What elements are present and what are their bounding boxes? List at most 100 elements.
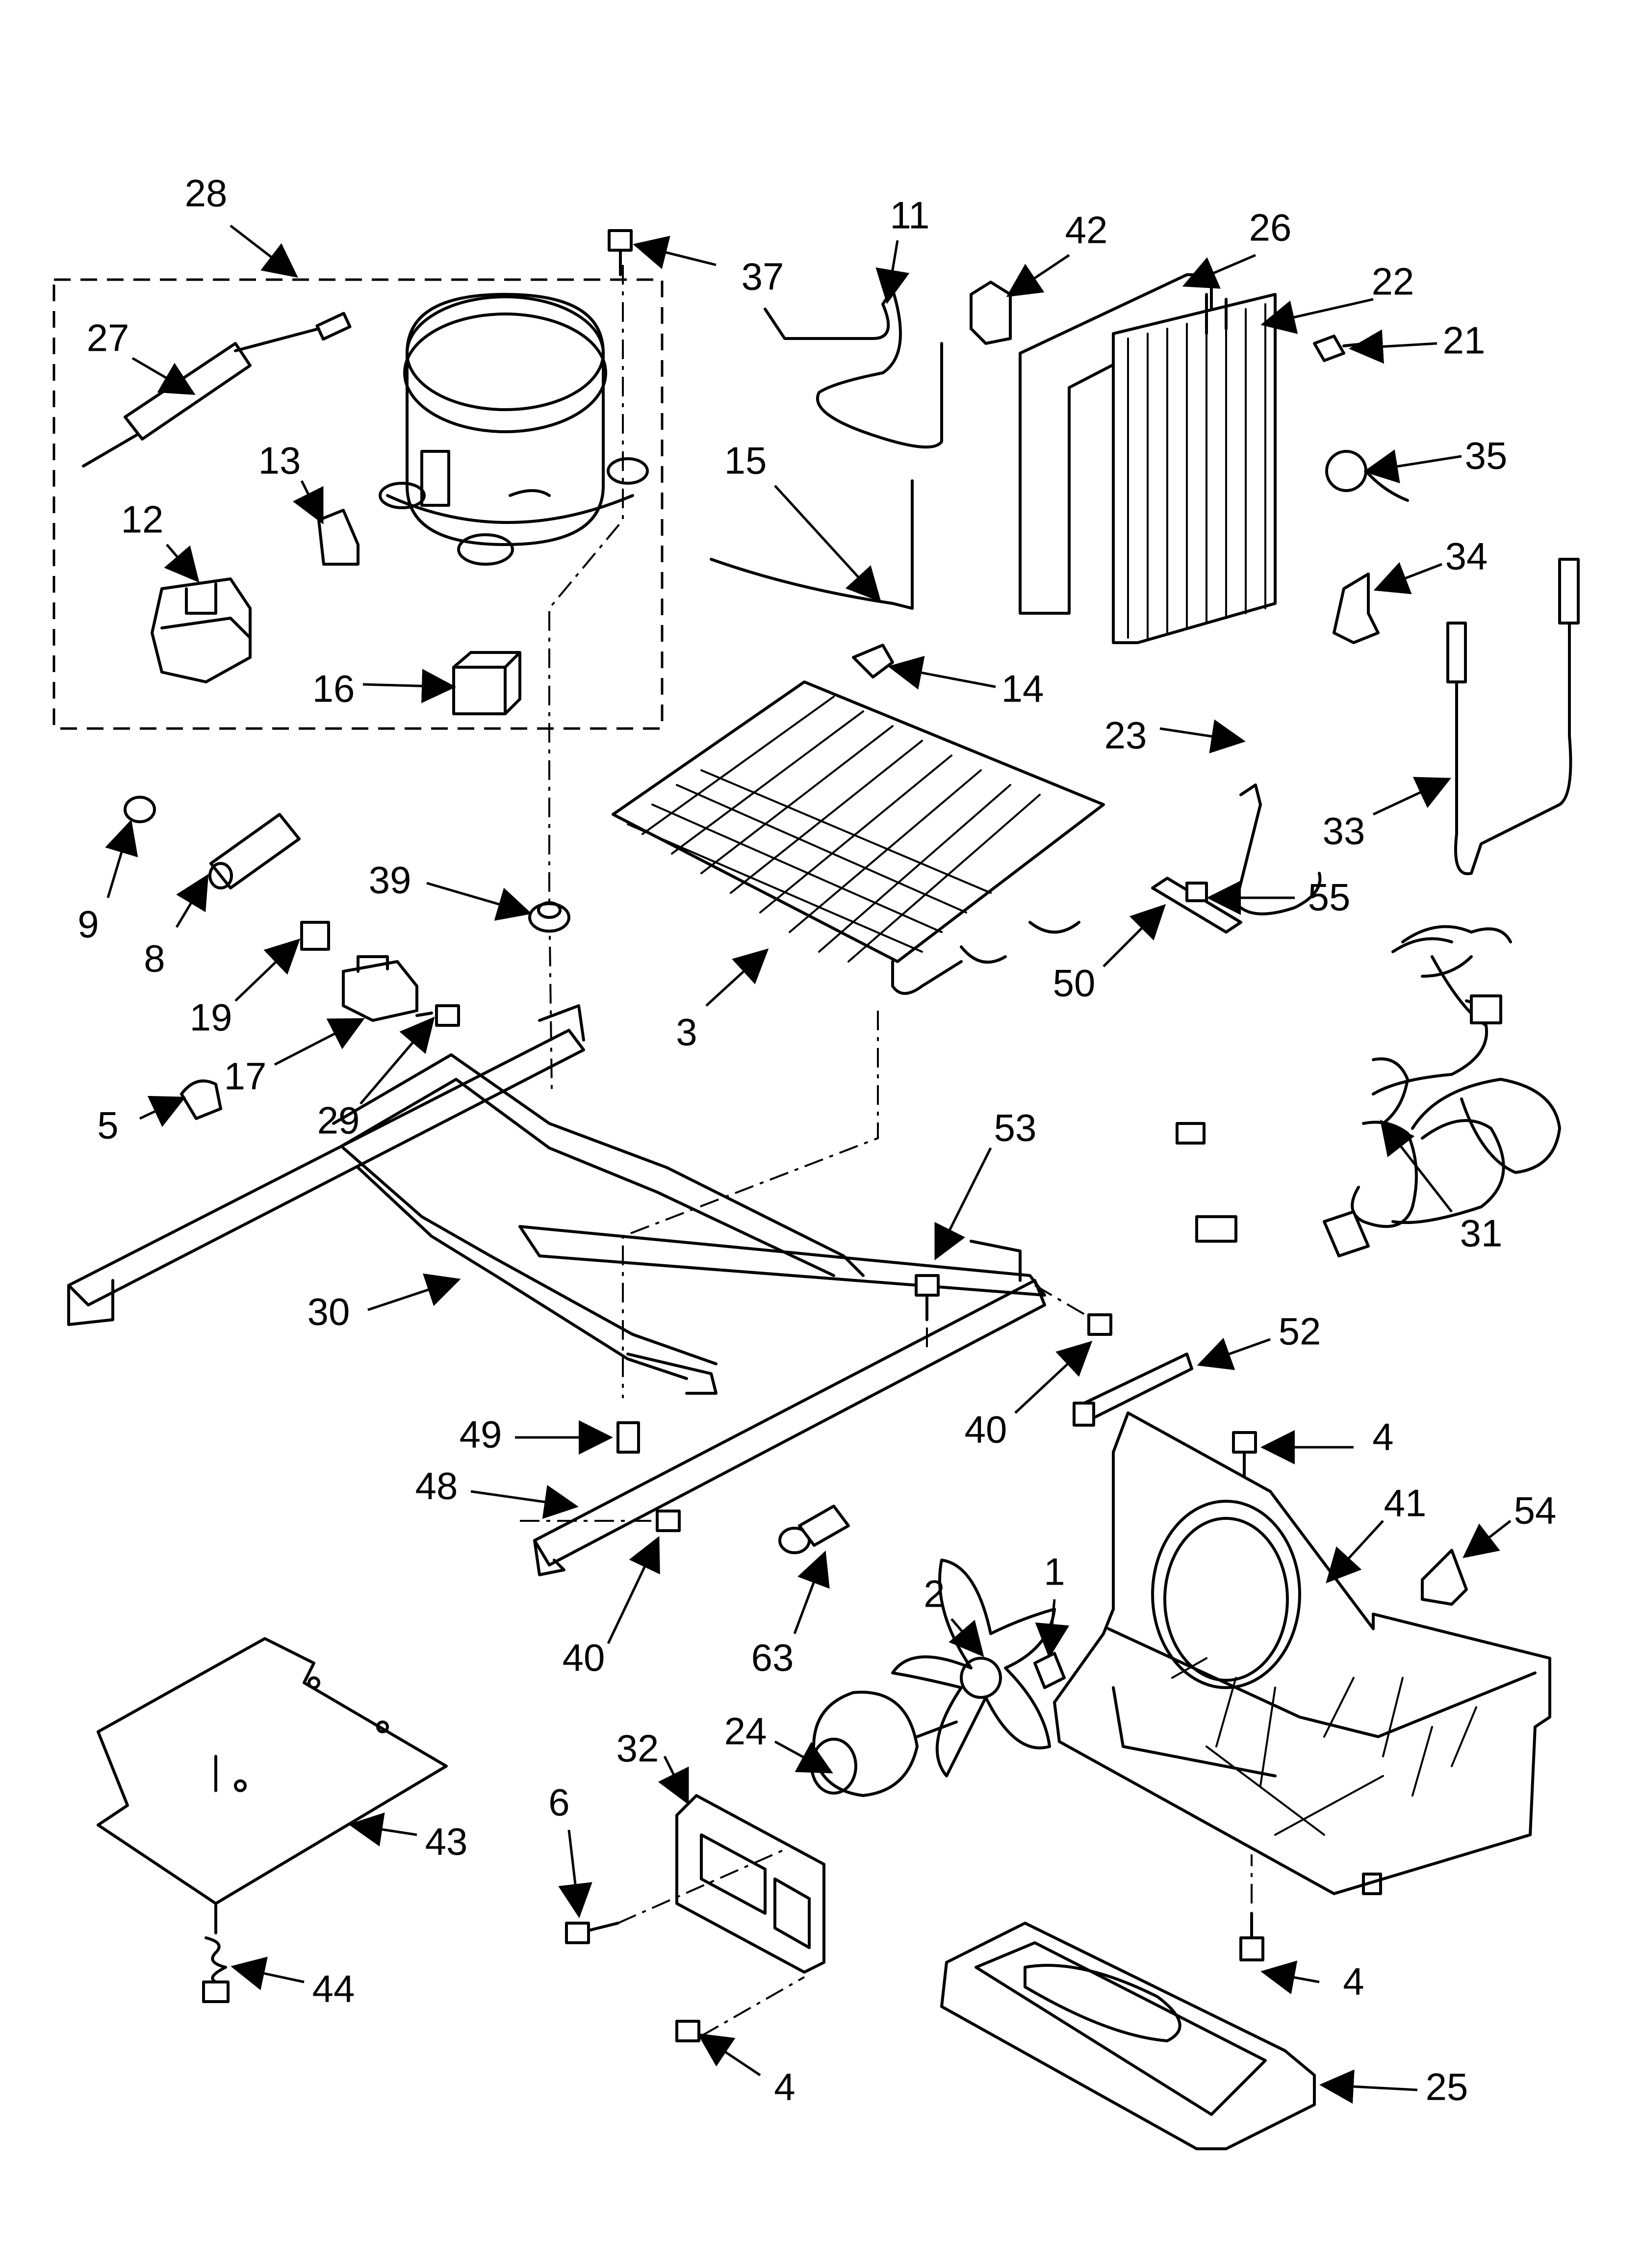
callout-label-1: 1: [1044, 1550, 1065, 1593]
callout-label-41: 41: [1384, 1482, 1427, 1525]
callout-label-44: 44: [312, 1967, 355, 2010]
callout-label-32: 32: [616, 1727, 659, 1770]
callout-leader: [1372, 777, 1452, 816]
callout-label-53: 53: [994, 1106, 1037, 1149]
callout-label-6: 6: [548, 1781, 569, 1824]
screw-40-left: [656, 1510, 681, 1532]
screw-6: [565, 1922, 619, 1944]
capacitor-19: [300, 921, 330, 951]
callout-label-39: 39: [369, 859, 411, 902]
callout-leader: [139, 1095, 186, 1127]
suction-tube: [710, 479, 914, 610]
callout-leader: [705, 948, 769, 1007]
bracket-34: [1333, 573, 1380, 644]
screw-4-bottom-right: [1239, 1912, 1264, 1961]
plug-9: [124, 796, 156, 823]
callout-leader: [231, 1956, 305, 1990]
callout-label-43: 43: [425, 1820, 468, 1863]
motor-bracket: [675, 1794, 825, 1974]
callout-leader: [1197, 1337, 1271, 1370]
cover-plate: [97, 1637, 448, 1905]
callout-leader: [1014, 1341, 1093, 1414]
callout-label-52: 52: [1279, 1310, 1321, 1353]
callout-leader: [633, 235, 717, 269]
callout-label-37: 37: [742, 255, 784, 298]
clip-5: [180, 1079, 222, 1120]
callout-leader: [774, 485, 881, 602]
callout-label-15: 15: [724, 439, 767, 482]
callout-label-2: 2: [924, 1572, 945, 1616]
callout-leader: [1380, 1120, 1453, 1213]
callout-label-4: 4: [1372, 1415, 1393, 1459]
callout-leader: [1182, 254, 1256, 289]
callout-label-28: 28: [185, 172, 228, 215]
callout-leader: [1319, 2069, 1418, 2104]
callout-label-49: 49: [460, 1413, 502, 1456]
spring-screw: [202, 1902, 230, 2003]
callout-leader: [793, 1550, 830, 1634]
callout-leader: [234, 938, 301, 1002]
callout-leader: [175, 874, 209, 928]
callout-leader: [875, 240, 910, 304]
callout-label-29: 29: [317, 1099, 360, 1142]
callout-leader: [1035, 1599, 1070, 1658]
callout-leader: [697, 2033, 761, 2077]
condenser-clip: [970, 281, 1012, 345]
compressor: [379, 293, 649, 566]
run-capacitor: [452, 651, 521, 715]
fan-clip: [1033, 1652, 1066, 1689]
bracket-50: [1151, 877, 1242, 934]
callout-label-16: 16: [312, 667, 355, 710]
drier-tubing: [1446, 558, 1580, 875]
screw-29: [415, 1004, 460, 1027]
evaporator-clip: [852, 644, 894, 678]
start-relay: [151, 577, 252, 683]
callout-leader: [426, 882, 532, 921]
callout-leader: [164, 544, 200, 583]
fan-blade: [891, 1559, 1056, 1777]
callout-leader: [949, 1618, 984, 1657]
callout-label-63: 63: [751, 1636, 794, 1679]
evaporator-coil: [612, 680, 1105, 995]
callout-leader: [292, 480, 324, 524]
discharge-tube: [764, 288, 943, 449]
callout-leader: [1006, 254, 1070, 297]
callout-leader: [607, 1536, 660, 1644]
callout-label-13: 13: [258, 439, 301, 482]
callout-leader: [1326, 1520, 1384, 1584]
callout-label-19: 19: [190, 996, 232, 1039]
callout-label-42: 42: [1065, 209, 1108, 252]
thermistor-grommet: [1325, 450, 1409, 502]
callout-leader: [105, 819, 138, 898]
callout-label-4: 4: [774, 2065, 795, 2109]
callout-leader: [274, 1018, 365, 1066]
condenser-fan-motor: [810, 1691, 958, 1797]
callout-label-11: 11: [890, 194, 930, 237]
callout-label-9: 9: [77, 903, 99, 946]
screw-49: [616, 1421, 640, 1454]
tube-8: [208, 813, 301, 889]
screw-40-right: [1087, 1313, 1112, 1336]
callout-label-12: 12: [121, 498, 164, 541]
screw-4-upper: [1232, 1431, 1257, 1478]
callout-leader: [658, 1755, 689, 1805]
callout-label-27: 27: [87, 316, 129, 360]
callout-leader: [558, 1829, 592, 1918]
callout-leader: [367, 1273, 461, 1311]
spacer-63: [778, 1505, 850, 1554]
callout-leader: [362, 669, 456, 704]
callout-label-35: 35: [1465, 434, 1508, 477]
drain-pan: [940, 1922, 1316, 2150]
callout-leader: [1260, 298, 1374, 334]
callout-leader: [1462, 1520, 1512, 1559]
wire-nut: [1421, 1549, 1468, 1606]
callout-label-23: 23: [1104, 714, 1147, 757]
compressor-kit-boundary: [52, 278, 664, 730]
callout-leader: [470, 1485, 579, 1519]
callout-label-54: 54: [1514, 1489, 1557, 1532]
relay-17: [342, 955, 418, 1022]
callout-leaders: [105, 225, 1512, 2104]
callout-label-4: 4: [1343, 1960, 1364, 2003]
callout-leader: [1373, 562, 1442, 595]
